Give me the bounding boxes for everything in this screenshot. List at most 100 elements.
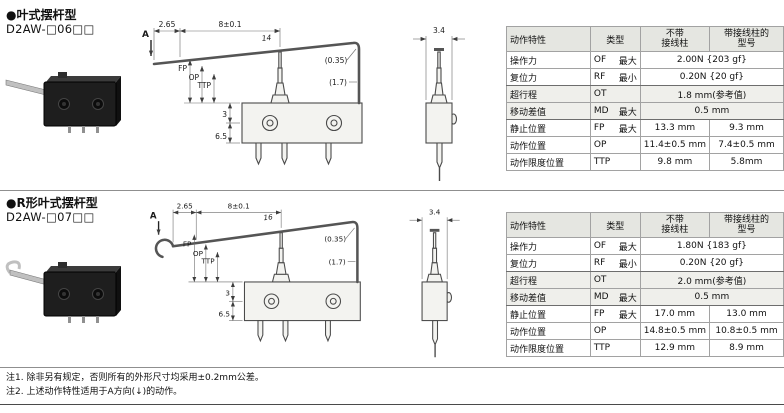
side-view xyxy=(154,220,361,343)
spec-type: TTP xyxy=(589,339,641,358)
spec-symbol: TTP xyxy=(593,157,611,168)
col-type: 类型 xyxy=(589,211,641,239)
spec-name: 动作限度位置 xyxy=(506,153,591,172)
spec-value: 0.5 mm xyxy=(639,102,784,121)
direction-label: A xyxy=(150,211,157,221)
dim-fp-label: FP xyxy=(183,239,192,248)
dim-hole-offset-label: 3 xyxy=(225,288,230,297)
spec-name: 操作力 xyxy=(506,237,591,256)
spec-symbol: FP xyxy=(593,123,605,134)
spec-value-without: 14.8±0.5 mm xyxy=(639,322,711,341)
dim-plunger-label: (1.7) xyxy=(329,258,346,267)
footnotes: 注1. 除非另有规定，否则所有的外形尺寸均采用±0.2mm公差。 注2. 上述动… xyxy=(6,371,264,400)
col-with-terminal: 带接线柱的 型号 xyxy=(709,211,784,239)
switch-photo xyxy=(5,260,121,323)
col-type: 类型 xyxy=(589,25,641,53)
spec-symbol: MD xyxy=(593,106,609,117)
spec-symbol: OF xyxy=(593,55,607,66)
spec-value-without: 12.9 mm xyxy=(639,339,711,358)
dim-pitch-label: 8±0.1 xyxy=(219,20,242,29)
spec-name: 复位力 xyxy=(506,68,591,87)
spec-symbol: OT xyxy=(593,275,607,286)
model-number: D2AW-□06□□ xyxy=(6,22,95,36)
spec-name: 静止位置 xyxy=(506,119,591,138)
dim-fp-label: FP xyxy=(178,64,187,73)
spec-value: 0.20N {20 gf} xyxy=(639,68,784,87)
spec-qualifier: 最小 xyxy=(618,73,637,84)
spec-name: 静止位置 xyxy=(506,305,591,324)
dim-lever-length-label: 16 xyxy=(263,212,273,222)
lever-outline xyxy=(152,41,361,105)
spec-qualifier: 最大 xyxy=(618,56,637,67)
notes-divider xyxy=(0,367,784,368)
dim-offset-label: 2.65 xyxy=(159,20,176,29)
spec-symbol: OP xyxy=(593,326,607,337)
spec-value: 0.5 mm xyxy=(639,288,784,307)
section-divider xyxy=(0,190,784,191)
dim-offset-label: 2.65 xyxy=(177,202,193,211)
spec-row: 动作位置 OP 11.4±0.5 mm 7.4±0.5 mm xyxy=(506,136,784,155)
spec-type: OP xyxy=(589,136,641,155)
spec-symbol: RF xyxy=(593,72,606,83)
spec-name: 超行程 xyxy=(506,85,591,104)
col-without-terminal: 不带 接线柱 xyxy=(639,25,711,53)
spec-value-without: 17.0 mm xyxy=(639,305,711,324)
spec-name: 移动差值 xyxy=(506,102,591,121)
spec-value-without: 13.3 mm xyxy=(639,119,711,138)
lever-hook xyxy=(154,238,175,259)
spec-type: TTP xyxy=(589,153,641,172)
spec-qualifier: 最大 xyxy=(618,293,637,304)
spec-value-without: 11.4±0.5 mm xyxy=(639,136,711,155)
dimension-drawing: A 2.65 8±0.1 16 (0.35) (1.7) FP OP TTP xyxy=(150,202,460,358)
spec-type: OF 最大 xyxy=(589,51,641,70)
spec-type: OT xyxy=(589,271,641,290)
spec-type: OP xyxy=(589,322,641,341)
spec-value: 1.8 mm(参考值) xyxy=(639,85,784,104)
spec-value: 0.20N {20 gf} xyxy=(639,254,784,273)
spec-row: 动作限度位置 TTP 9.8 mm 5.8mm xyxy=(506,153,784,172)
dim-lever-thickness-label: (0.35) xyxy=(324,234,346,243)
dim-plunger-label: (1.7) xyxy=(329,78,347,87)
spec-name: 移动差值 xyxy=(506,288,591,307)
spec-header-row: 动作特性 类型 不带 接线柱 带接线柱的 型号 xyxy=(506,25,784,53)
lever-outline xyxy=(171,220,359,284)
spec-qualifier: 最大 xyxy=(618,242,637,253)
note-1: 注1. 除非另有规定，否则所有的外形尺寸均采用±0.2mm公差。 xyxy=(6,373,264,383)
spec-symbol: OF xyxy=(593,241,607,252)
spec-value-with: 13.0 mm xyxy=(709,305,784,324)
spec-row: 动作限度位置 TTP 12.9 mm 8.9 mm xyxy=(506,339,784,358)
spec-header-row: 动作特性 类型 不带 接线柱 带接线柱的 型号 xyxy=(506,211,784,239)
col-with-terminal: 带接线柱的 型号 xyxy=(709,25,784,53)
dim-body-height-label: 6.5 xyxy=(215,132,227,141)
dim-lever-thickness-label: (0.35) xyxy=(325,56,348,65)
dim-hole-offset-label: 3 xyxy=(222,110,227,119)
spec-name: 操作力 xyxy=(506,51,591,70)
spec-value-with: 9.3 mm xyxy=(709,119,784,138)
dim-body-width-label: 3.4 xyxy=(433,26,445,35)
spec-symbol: TTP xyxy=(593,343,611,354)
spec-name: 动作位置 xyxy=(506,136,591,155)
spec-value: 1.80N {183 gf} xyxy=(639,237,784,256)
spec-value-with: 7.4±0.5 mm xyxy=(709,136,784,155)
dim-op-label: OP xyxy=(193,249,204,258)
spec-row: 复位力 RF 最小 0.20N {20 gf} xyxy=(506,68,784,87)
spec-row: 超行程 OT 1.8 mm(参考值) xyxy=(506,85,784,104)
spec-name: 超行程 xyxy=(506,271,591,290)
dim-ttp-label: TTP xyxy=(196,81,211,90)
page-bottom-rule xyxy=(0,404,784,405)
spec-value-with: 8.9 mm xyxy=(709,339,784,358)
model-number: D2AW-□07□□ xyxy=(6,210,95,224)
end-view xyxy=(421,228,453,358)
dim-pitch-label: 8±0.1 xyxy=(228,202,250,211)
spec-name: 复位力 xyxy=(506,254,591,273)
spec-symbol: FP xyxy=(593,309,605,320)
